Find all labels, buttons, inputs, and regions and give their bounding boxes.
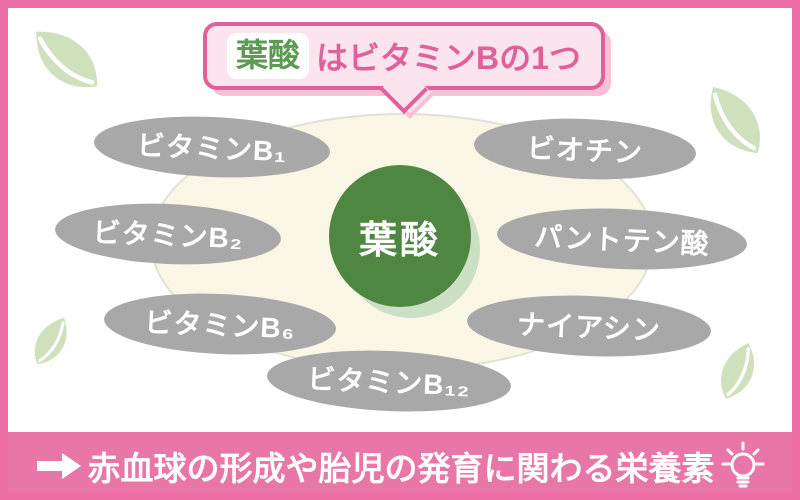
leaf-icon bbox=[693, 77, 778, 169]
lightbulb-icon bbox=[721, 440, 765, 492]
folic-acid-circle: 葉酸 bbox=[329, 165, 471, 307]
leaf-icon bbox=[22, 20, 111, 104]
leaf-icon bbox=[700, 331, 777, 416]
callout-title-text: はビタミンBの1つ bbox=[316, 40, 581, 76]
folic-acid-label: 葉酸 bbox=[358, 219, 441, 262]
title-callout: 葉酸 はビタミンBの1つ bbox=[203, 22, 605, 120]
vitamin-pill-b1: ビタミンB₁ bbox=[92, 111, 332, 183]
callout-highlight-folic-acid: 葉酸 bbox=[227, 33, 310, 79]
footer-banner: 赤血球の形成や胎児の発育に関わる栄養素 bbox=[0, 432, 800, 500]
arrow-right-icon bbox=[36, 451, 82, 481]
footer-text: 赤血球の形成や胎児の発育に関わる栄養素 bbox=[87, 450, 715, 487]
leaf-icon bbox=[21, 311, 81, 374]
